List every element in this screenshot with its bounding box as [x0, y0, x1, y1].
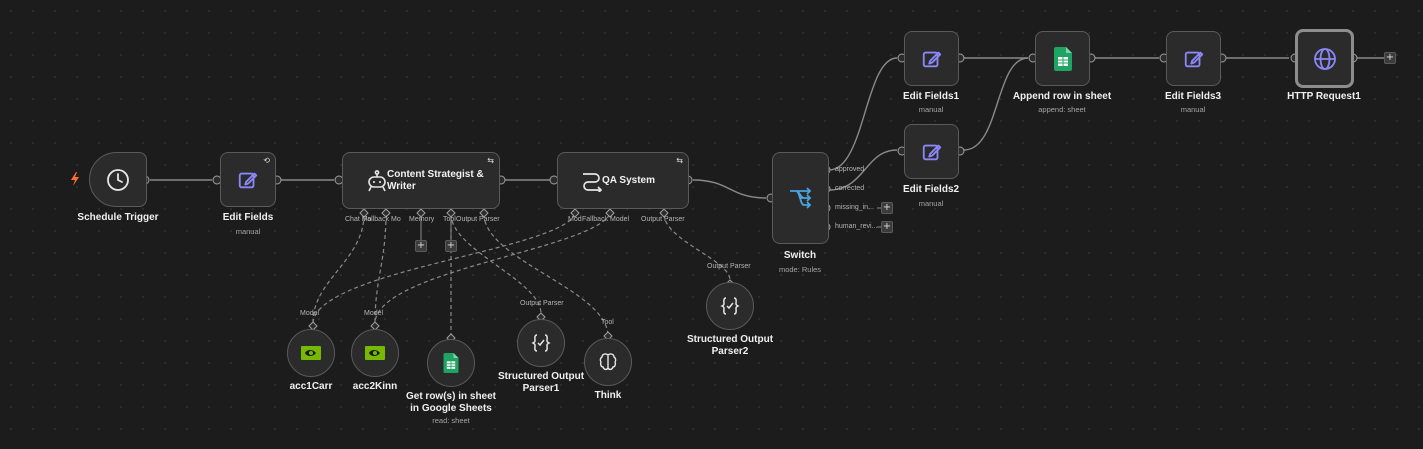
schedule-trigger-node[interactable]	[89, 152, 147, 207]
output-missing-info[interactable]: missing_in...	[835, 204, 874, 211]
structured-parser2-label: Structured Output Parser2	[686, 334, 774, 357]
acc1carr-label: acc1Carr	[289, 381, 333, 392]
think-node[interactable]	[584, 338, 632, 386]
partial-run-icon: ⟲	[263, 156, 270, 165]
edit-fields-label: Edit Fields	[222, 212, 274, 223]
acc1carr-type-label: Model	[300, 310, 320, 317]
braces-icon	[720, 297, 740, 315]
acc2kinn-type-label: Model	[364, 310, 384, 317]
get-rows-node[interactable]	[427, 339, 475, 387]
pencil-icon	[1184, 51, 1203, 67]
edit-fields-node[interactable]: ⟲	[220, 152, 276, 207]
content-strategist-node[interactable]: ⇆ Content Strategist & Writer	[342, 152, 500, 209]
acc2kinn-label: acc2Kinn	[352, 381, 398, 392]
nvidia-icon	[365, 346, 385, 360]
pencil-icon	[238, 172, 258, 188]
acc2kinn-node[interactable]	[351, 329, 399, 377]
robot-icon	[368, 169, 386, 191]
pencil-icon	[922, 51, 941, 67]
add-missing-branch-button[interactable]: +	[881, 202, 893, 214]
input-memory[interactable]: Memory	[409, 216, 435, 223]
output-approved[interactable]: approved	[835, 166, 865, 173]
braces-icon	[531, 334, 551, 352]
qa-system-node[interactable]: ⇆ QA System	[557, 152, 689, 209]
acc1carr-node[interactable]	[287, 329, 335, 377]
edit-fields3-subtitle: manual	[1180, 105, 1206, 114]
switch-subtitle: mode: Rules	[778, 265, 822, 274]
globe-icon	[1313, 47, 1336, 70]
http-request1-label: HTTP Request1	[1287, 91, 1361, 102]
pencil-icon	[922, 144, 941, 160]
input-fallback-model[interactable]: Fallback Mo	[363, 216, 401, 223]
edit-fields2-subtitle: manual	[918, 199, 944, 208]
append-row-label: Append row in sheet	[1012, 91, 1112, 102]
schedule-trigger-label: Schedule Trigger	[77, 212, 159, 223]
clock-icon	[107, 168, 129, 191]
input-tool[interactable]: Tool	[443, 216, 456, 223]
output-human-review[interactable]: human_revi...	[835, 223, 878, 230]
http-request1-node[interactable]	[1295, 29, 1354, 88]
switch-node[interactable]	[772, 152, 829, 244]
google-sheets-icon	[1053, 46, 1072, 71]
switch-label: Switch	[783, 250, 817, 261]
edit-fields3-node[interactable]	[1166, 31, 1221, 86]
edit-fields1-subtitle: manual	[918, 105, 944, 114]
structured-parser1-node[interactable]	[517, 319, 565, 367]
input-chat-model[interactable]: Chat Mo	[345, 216, 372, 223]
edit-fields1-label: Edit Fields1	[902, 91, 960, 102]
input-output-parser[interactable]: Output Parser	[456, 216, 500, 223]
edit-fields1-node[interactable]	[904, 31, 959, 86]
loop-icon: ⇆	[676, 156, 683, 165]
add-review-branch-button[interactable]: +	[881, 221, 893, 233]
brain-icon	[599, 353, 617, 371]
structured-parser2-node[interactable]	[706, 282, 754, 330]
think-type-label: Tool	[601, 319, 614, 326]
get-rows-label: Get row(s) in sheet in Google Sheets	[405, 391, 496, 414]
qa-system-title: QA System	[602, 174, 655, 186]
input-fallback-model[interactable]: Fallback Model	[582, 216, 630, 223]
parser2-type-label: Output Parser	[707, 263, 751, 270]
input-model[interactable]: Mod	[568, 216, 582, 223]
parser1-type-label: Output Parser	[520, 300, 564, 307]
lightning-icon	[71, 172, 79, 186]
edit-fields2-label: Edit Fields2	[902, 184, 960, 195]
content-strategist-title: Content Strategist & Writer	[387, 168, 484, 192]
edit-fields-subtitle: manual	[235, 227, 261, 236]
append-row-node[interactable]	[1035, 31, 1090, 86]
route-icon	[583, 172, 603, 192]
loop-icon: ⇆	[487, 156, 494, 165]
output-corrected[interactable]: corrected	[835, 185, 865, 192]
nvidia-icon	[301, 346, 321, 360]
add-next-node-button[interactable]: +	[1384, 52, 1396, 64]
get-rows-subtitle: read: sheet	[432, 416, 470, 425]
input-output-parser[interactable]: Output Parser	[641, 216, 685, 223]
append-row-subtitle: append: sheet	[1038, 105, 1086, 114]
add-tool-button[interactable]: +	[445, 240, 457, 252]
add-memory-button[interactable]: +	[415, 240, 427, 252]
structured-parser1-label: Structured Output Parser1	[497, 371, 585, 394]
think-label: Think	[594, 390, 622, 401]
switch-icon	[789, 187, 811, 209]
google-sheets-icon	[443, 353, 459, 373]
edit-fields2-node[interactable]	[904, 124, 959, 179]
edit-fields3-label: Edit Fields3	[1164, 91, 1222, 102]
